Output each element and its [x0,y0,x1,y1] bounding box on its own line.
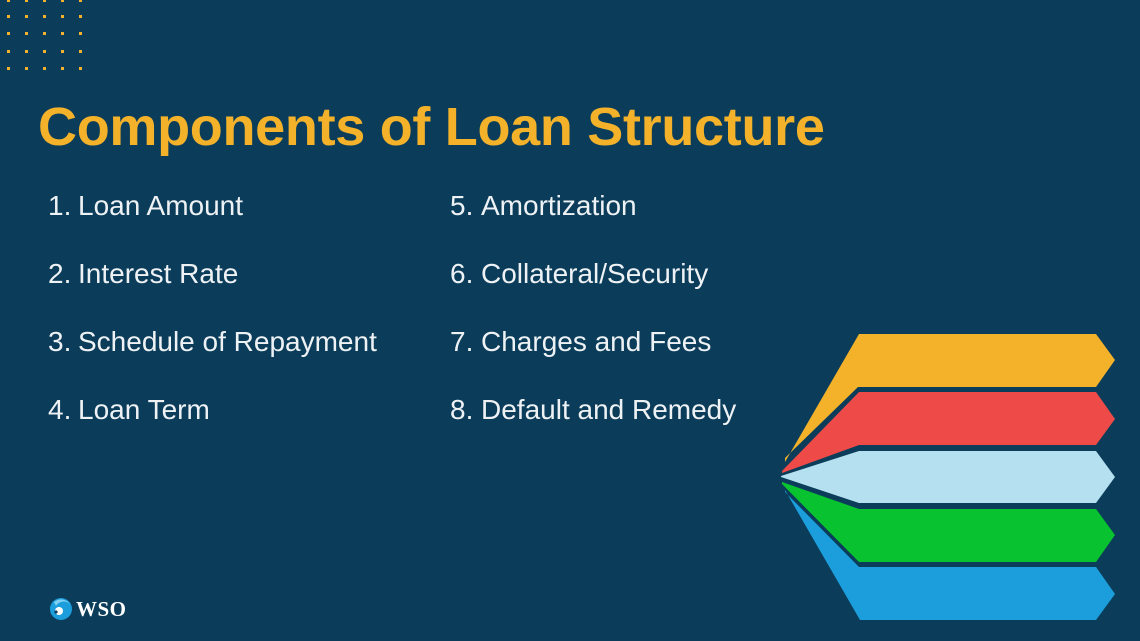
arrow-bar-green [782,482,1115,562]
list-item: 5.Amortization [450,186,736,254]
list-item: 4.Loan Term [48,390,377,458]
wso-logo: WSO [48,596,127,622]
arrow-bar-yellow [785,334,1115,462]
arrow-bar-red [782,392,1115,473]
list-item: 7.Charges and Fees [450,322,736,390]
item-label: Collateral/Security [481,258,709,289]
item-number: 7. [450,326,474,357]
item-label: Schedule of Repayment [78,326,377,357]
item-label: Amortization [481,190,637,221]
wso-globe-icon [50,598,72,620]
arrow-bar-blue [785,490,1115,620]
item-number: 6. [450,258,474,289]
item-label: Interest Rate [78,258,239,289]
item-label: Loan Amount [78,190,244,221]
item-number: 3. [48,326,72,357]
list-item: 2.Interest Rate [48,254,377,322]
item-number: 5. [450,190,474,221]
list-item: 3.Schedule of Repayment [48,322,377,390]
logo-text: WSO [76,596,127,621]
arrow-bars-diagram [781,334,1115,620]
item-number: 4. [48,394,72,425]
item-label: Charges and Fees [481,326,712,357]
list-item: 8.Default and Remedy [450,390,736,458]
item-label: Loan Term [78,394,210,425]
components-list-left: 1.Loan Amount 2.Interest Rate 3.Schedule… [48,186,377,458]
list-item: 1.Loan Amount [48,186,377,254]
list-item: 6.Collateral/Security [450,254,736,322]
item-label: Default and Remedy [481,394,737,425]
components-list-right: 5.Amortization 6.Collateral/Security 7.C… [450,186,736,458]
dot-grid-decoration [7,0,82,70]
arrow-bar-light-blue [781,451,1115,503]
item-number: 1. [48,190,72,221]
item-number: 2. [48,258,72,289]
item-number: 8. [450,394,474,425]
page-title: Components of Loan Structure [38,97,825,157]
